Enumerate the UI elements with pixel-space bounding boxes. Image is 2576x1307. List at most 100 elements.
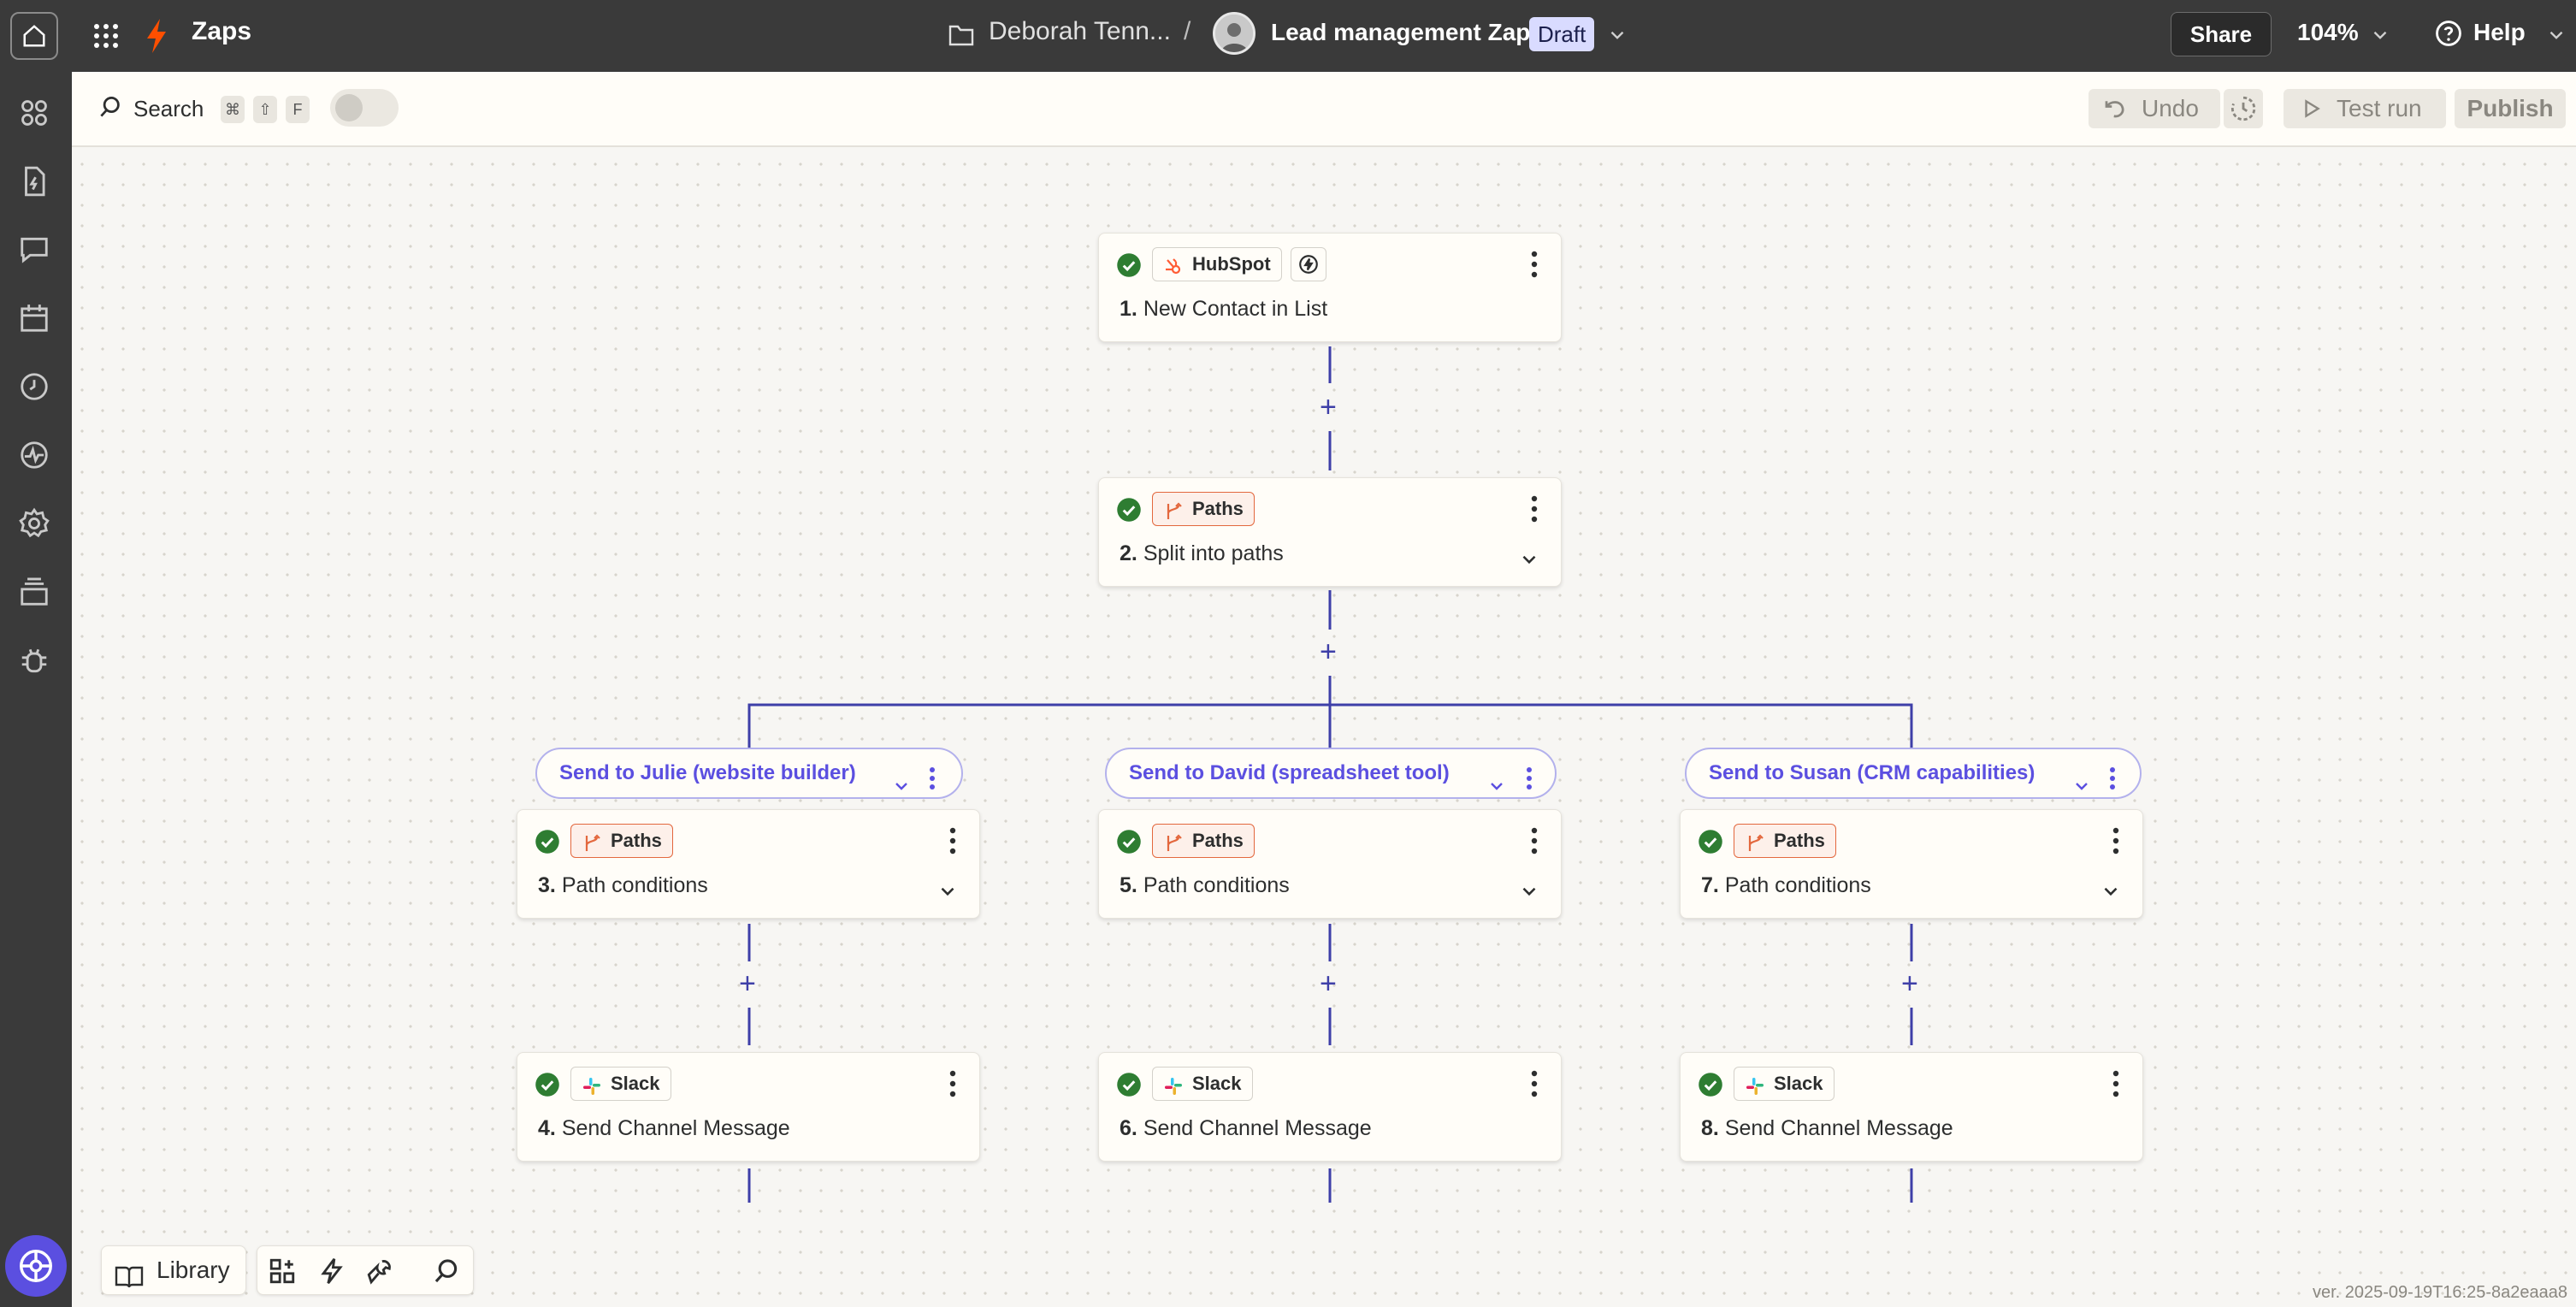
chevron-down-icon[interactable] xyxy=(2100,880,2122,907)
app-name: Slack xyxy=(1192,1073,1242,1094)
more-vertical-icon[interactable] xyxy=(2112,825,2120,856)
more-vertical-icon[interactable] xyxy=(948,1068,957,1099)
toggle-knob xyxy=(335,94,363,121)
add-widget-icon[interactable] xyxy=(268,1257,297,1290)
branch-label-text: Send to David (spreadsheet tool) xyxy=(1129,761,1450,784)
step-card-7[interactable]: Paths 7. Path conditions xyxy=(1680,809,2143,919)
step-card-4[interactable]: Slack 4. Send Channel Message xyxy=(517,1052,980,1162)
paths-icon xyxy=(582,831,602,864)
branch-label-text: Send to Susan (CRM capabilities) xyxy=(1709,761,2035,784)
add-step-button[interactable]: + xyxy=(1901,967,1918,1000)
wrench-icon[interactable] xyxy=(365,1257,394,1290)
library-button[interactable]: Library xyxy=(101,1245,246,1295)
more-vertical-icon[interactable] xyxy=(948,825,957,856)
library-label: Library xyxy=(157,1257,230,1283)
activity-icon[interactable] xyxy=(15,436,53,474)
zap-name[interactable]: Lead management Zap xyxy=(1271,19,1531,45)
lightning-circle-icon xyxy=(1299,255,1318,274)
chevron-down-icon[interactable] xyxy=(1486,766,1507,814)
step-title: 1. New Contact in List xyxy=(1120,297,1327,322)
branch-label-susan[interactable]: Send to Susan (CRM capabilities) xyxy=(1685,748,2142,799)
breadcrumb-owner[interactable]: Deborah Tenn... xyxy=(989,17,1171,45)
add-step-button[interactable]: + xyxy=(1320,636,1337,668)
add-step-button[interactable]: + xyxy=(1320,391,1337,423)
copilot-button[interactable] xyxy=(5,1235,67,1297)
more-vertical-icon[interactable] xyxy=(1530,825,1539,856)
instant-trigger-badge xyxy=(1291,247,1326,281)
check-circle-icon xyxy=(535,1072,560,1102)
zap-file-icon[interactable] xyxy=(15,163,53,200)
help-icon[interactable] xyxy=(2434,19,2463,52)
step-name: Send Channel Message xyxy=(1724,1116,1953,1140)
shortcut-key: F xyxy=(286,96,310,123)
step-title: 8. Send Channel Message xyxy=(1701,1116,1953,1141)
version-history-button[interactable] xyxy=(2224,89,2263,128)
top-bar: Zaps Deborah Tenn... / Lead management Z… xyxy=(0,0,2576,72)
publish-button[interactable]: Publish xyxy=(2455,89,2566,128)
search-button[interactable]: Search xyxy=(133,96,204,121)
view-toggle[interactable] xyxy=(330,89,399,127)
canvas-tools xyxy=(257,1245,474,1295)
chat-icon[interactable] xyxy=(15,231,53,269)
undo-icon xyxy=(2102,96,2128,126)
chevron-down-icon[interactable] xyxy=(2071,766,2092,814)
chevron-down-icon[interactable] xyxy=(1518,880,1540,907)
layers-icon[interactable] xyxy=(15,573,53,611)
step-name: Send Channel Message xyxy=(1143,1116,1372,1140)
chevron-down-icon[interactable] xyxy=(2369,24,2391,50)
branch-label-david[interactable]: Send to David (spreadsheet tool) xyxy=(1105,748,1557,799)
zoom-level[interactable]: 104% xyxy=(2297,19,2359,45)
settings-icon[interactable] xyxy=(15,505,53,542)
search-icon[interactable] xyxy=(97,94,123,124)
more-vertical-icon[interactable] xyxy=(1530,494,1539,524)
search-icon[interactable] xyxy=(432,1257,461,1290)
step-title: 2. Split into paths xyxy=(1120,541,1284,566)
more-vertical-icon[interactable] xyxy=(1530,249,1539,280)
chevron-down-icon[interactable] xyxy=(936,880,959,907)
step-title: 5. Path conditions xyxy=(1120,873,1290,898)
branch-label-julie[interactable]: Send to Julie (website builder) xyxy=(535,748,963,799)
step-name: New Contact in List xyxy=(1143,297,1328,321)
step-card-8[interactable]: Slack 8. Send Channel Message xyxy=(1680,1052,2143,1162)
help-button[interactable]: Help xyxy=(2473,19,2526,45)
more-vertical-icon[interactable] xyxy=(2107,761,2118,809)
app-badge: Paths xyxy=(570,824,673,858)
app-name: Paths xyxy=(1774,830,1825,851)
book-icon xyxy=(114,1258,145,1306)
home-button[interactable] xyxy=(10,12,58,60)
app-badge: Paths xyxy=(1734,824,1836,858)
share-button[interactable]: Share xyxy=(2171,12,2272,56)
lightning-icon[interactable] xyxy=(317,1257,346,1290)
app-title[interactable]: Zaps xyxy=(192,17,252,45)
add-step-button[interactable]: + xyxy=(739,967,756,1000)
apps-icon[interactable] xyxy=(15,94,53,132)
branch-label-text: Send to Julie (website builder) xyxy=(559,761,856,784)
step-card-5[interactable]: Paths 5. Path conditions xyxy=(1098,809,1562,919)
chevron-down-icon[interactable] xyxy=(1606,24,1628,50)
test-run-button[interactable]: Test run xyxy=(2284,89,2446,128)
step-card-2[interactable]: Paths 2. Split into paths xyxy=(1098,477,1562,587)
step-card-1[interactable]: HubSpot 1. New Contact in List xyxy=(1098,233,1562,342)
calendar-icon[interactable] xyxy=(15,299,53,337)
check-circle-icon xyxy=(1116,497,1142,527)
paths-icon xyxy=(1745,831,1765,864)
chevron-down-icon[interactable] xyxy=(1518,548,1540,575)
avatar[interactable] xyxy=(1213,12,1256,55)
add-step-button[interactable]: + xyxy=(1320,967,1337,1000)
more-vertical-icon[interactable] xyxy=(2112,1068,2120,1099)
app-switcher-button[interactable] xyxy=(89,19,123,53)
more-vertical-icon[interactable] xyxy=(927,761,937,809)
undo-button[interactable]: Undo xyxy=(2089,89,2220,128)
step-number: 3. xyxy=(538,873,556,897)
more-vertical-icon[interactable] xyxy=(1530,1068,1539,1099)
chevron-down-icon[interactable] xyxy=(2545,24,2567,50)
step-card-3[interactable]: Paths 3. Path conditions xyxy=(517,809,980,919)
app-name: Paths xyxy=(1192,498,1244,519)
slack-icon xyxy=(582,1074,602,1107)
step-name: Send Channel Message xyxy=(561,1116,790,1140)
bug-icon[interactable] xyxy=(15,642,53,679)
chevron-down-icon[interactable] xyxy=(891,766,912,814)
step-card-6[interactable]: Slack 6. Send Channel Message xyxy=(1098,1052,1562,1162)
more-vertical-icon[interactable] xyxy=(1524,761,1534,809)
history-icon[interactable] xyxy=(15,368,53,405)
